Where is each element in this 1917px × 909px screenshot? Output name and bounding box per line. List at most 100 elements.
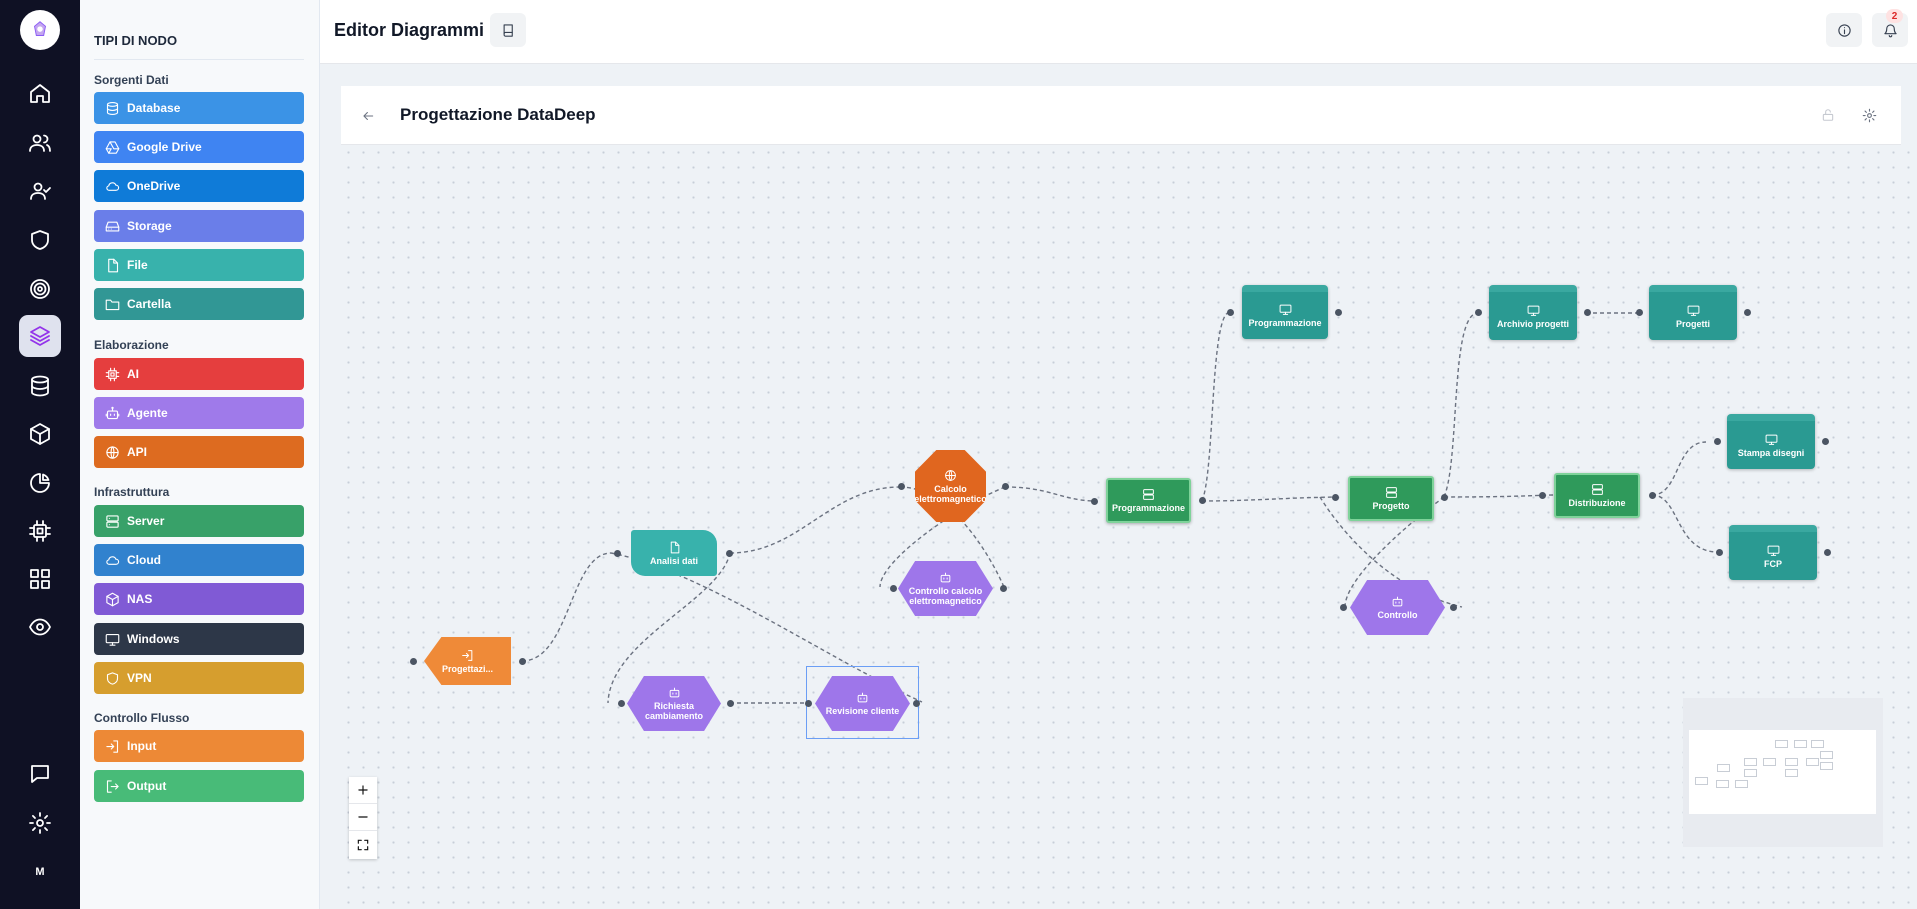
palette-item-server[interactable]: Server [94,505,304,537]
node-controllo[interactable]: Controllo [1350,580,1445,635]
connection-handle[interactable] [1822,438,1829,445]
layers-icon[interactable] [19,315,61,357]
palette-item-windows[interactable]: Windows [94,623,304,655]
home-icon[interactable] [19,73,61,115]
book-button[interactable] [490,13,526,47]
settings-button[interactable] [1860,106,1878,124]
connection-handle[interactable] [1649,492,1656,499]
node-stampa-disegni[interactable]: Stampa disegni [1727,414,1815,469]
connection-handle[interactable] [1441,494,1448,501]
app-logo[interactable] [20,10,60,50]
gear-icon [1862,108,1876,122]
palette-item-nas[interactable]: NAS [94,583,304,615]
palette-item-database[interactable]: Database [94,92,304,124]
connection-handle[interactable] [519,658,526,665]
gear-icon[interactable] [19,802,61,844]
connection-handle[interactable] [726,550,733,557]
palette-item-vpn[interactable]: VPN [94,662,304,694]
palette-item-agent[interactable]: Agente [94,397,304,429]
connection-handle[interactable] [1332,494,1339,501]
connection-handle[interactable] [618,700,625,707]
palette-item-label: NAS [127,592,153,606]
palette-item-output[interactable]: Output [94,770,304,802]
palette-item-api[interactable]: API [94,436,304,468]
hard-drive-icon [105,221,120,231]
connection-handle[interactable] [1584,309,1591,316]
node-controllo-calcolo[interactable]: Controllo calcolo elettromagnetico [898,561,993,616]
connection-handle[interactable] [1000,585,1007,592]
fit-view-button[interactable] [349,831,377,858]
node-fcp[interactable]: FCP [1729,525,1817,580]
shield-icon[interactable] [19,219,61,261]
connection-handle[interactable] [898,483,905,490]
monitor-icon [1527,305,1539,316]
connection-handle[interactable] [1475,309,1482,316]
user-avatar[interactable]: M [35,866,45,878]
pie-chart-icon[interactable] [19,462,61,504]
minimap-node [1775,740,1788,748]
node-progettazione[interactable]: Progettazi... [424,637,511,685]
connection-handle[interactable] [1199,497,1206,504]
node-analisi-dati[interactable]: Analisi dati [631,530,717,576]
connection-handle[interactable] [1002,483,1009,490]
node-richiesta-cambiamento[interactable]: Richiesta cambiamento [627,676,721,731]
connection-handle[interactable] [1824,549,1831,556]
users-icon[interactable] [19,122,61,164]
info-button[interactable] [1826,13,1862,47]
zoom-in-button[interactable] [349,777,377,804]
connection-handle[interactable] [410,658,417,665]
cpu-icon[interactable] [19,510,61,552]
palette-item-storage[interactable]: Storage [94,210,304,242]
connection-handle[interactable] [1091,498,1098,505]
zoom-out-button[interactable] [349,804,377,831]
node-revisione-cliente[interactable]: Revisione cliente [815,676,910,731]
node-calcolo-elettromagnetico[interactable]: Calcolo elettromagnetico [915,450,986,522]
grid-icon[interactable] [19,558,61,600]
node-programmazione-server[interactable]: Programmazione [1106,478,1191,523]
target-icon[interactable] [19,268,61,310]
connection-handle[interactable] [614,550,621,557]
section-data-sources: Sorgenti Dati [94,73,169,87]
globe-icon [106,445,119,459]
connection-handle[interactable] [1335,309,1342,316]
connection-handle[interactable] [1744,309,1751,316]
connection-handle[interactable] [1227,309,1234,316]
minimap-node [1744,769,1757,777]
connection-handle[interactable] [727,700,734,707]
node-archivio-progetti[interactable]: Archivio progetti [1489,285,1577,340]
connection-handle[interactable] [1340,604,1347,611]
lock-button[interactable] [1819,106,1837,124]
connection-handle[interactable] [1714,438,1721,445]
connection-handle[interactable] [1539,492,1546,499]
connection-handle[interactable] [1450,604,1457,611]
minimap-viewport [1689,730,1876,814]
connection-handle[interactable] [805,700,812,707]
eye-icon[interactable] [19,606,61,648]
database-icon[interactable] [19,365,61,407]
palette-item-ai[interactable]: AI [94,358,304,390]
palette-item-label: VPN [127,671,152,685]
user-check-icon[interactable] [19,170,61,212]
connection-handle[interactable] [890,585,897,592]
diagram-canvas[interactable] [341,145,1917,909]
palette-item-file[interactable]: File [94,249,304,281]
palette-item-onedrive[interactable]: OneDrive [94,170,304,202]
palette-item-google-drive[interactable]: Google Drive [94,131,304,163]
node-programmazione-windows[interactable]: Programmazione [1242,285,1328,339]
back-button[interactable] [358,106,378,126]
node-progetto[interactable]: Progetto [1348,476,1434,521]
message-icon[interactable] [19,753,61,795]
connection-handle[interactable] [1716,549,1723,556]
palette-item-cloud[interactable]: Cloud [94,544,304,576]
node-label: Controllo [1377,610,1418,620]
node-label: Programmazione [1248,318,1322,328]
node-progetti[interactable]: Progetti [1649,285,1737,340]
plus-icon [358,785,368,795]
minimap[interactable] [1683,698,1883,847]
box-icon[interactable] [19,413,61,455]
node-distribuzione[interactable]: Distribuzione [1554,473,1640,518]
palette-item-folder[interactable]: Cartella [94,288,304,320]
connection-handle[interactable] [913,700,920,707]
palette-item-input[interactable]: Input [94,730,304,762]
connection-handle[interactable] [1636,309,1643,316]
